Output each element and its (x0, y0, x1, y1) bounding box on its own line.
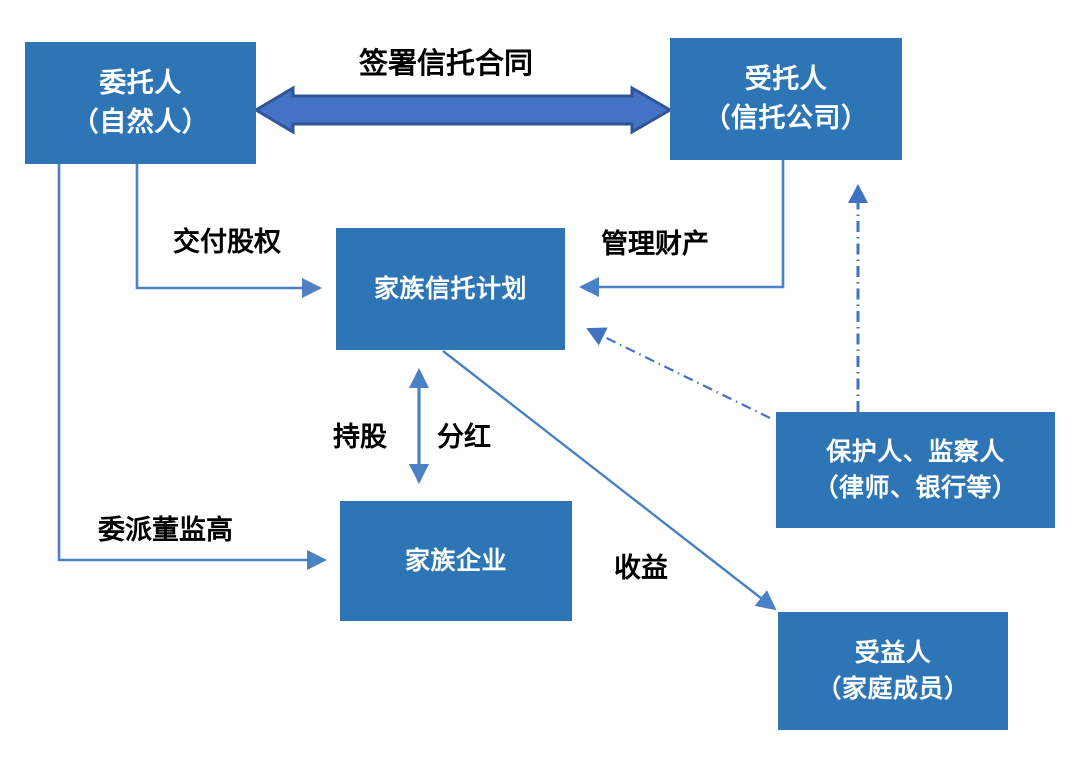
edge-label-dividend: 分红 (437, 422, 491, 452)
edge-appoint-executives (57, 164, 327, 570)
node-family-business-line-1: 家族企业 (404, 546, 507, 575)
node-settlor[interactable]: 委托人 （自然人） (25, 42, 256, 164)
edge-label-proceeds: 收益 (614, 553, 668, 583)
node-beneficiary-line-1: 受益人 (854, 638, 932, 667)
edge-label-sign-trust-contract: 签署信托合同 (359, 48, 534, 80)
edge-manage-assets (579, 160, 785, 297)
node-protector[interactable]: 保护人、监察人 （律师、银行等） (776, 412, 1055, 528)
edge-supervise-trust-plan (586, 327, 771, 419)
node-trustee-line-1: 受托人 (744, 63, 828, 94)
node-trust-plan-line-1: 家族信托计划 (373, 274, 527, 303)
edge-deliver-equity (135, 164, 322, 298)
node-trust-plan[interactable]: 家族信托计划 (336, 228, 565, 350)
edge-label-manage-assets: 管理财产 (601, 229, 709, 259)
node-trustee-line-2: （信托公司） (703, 103, 869, 133)
edge-sign-trust-contract (253, 85, 673, 135)
node-beneficiary-line-2: （家庭成员） (816, 675, 970, 703)
edge-proceeds (442, 350, 777, 611)
node-trustee[interactable]: 受托人 （信托公司） (670, 38, 902, 160)
node-protector-line-2: （律师、银行等） (813, 474, 1018, 502)
node-beneficiary[interactable]: 受益人 （家庭成员） (778, 612, 1008, 730)
node-protector-line-1: 保护人、监察人 (826, 437, 1005, 466)
edge-label-deliver-equity: 交付股权 (173, 227, 281, 257)
node-settlor-line-2: （自然人） (71, 107, 210, 137)
edge-label-shareholding: 持股 (333, 422, 387, 452)
edge-label-appoint-executives: 委派董监高 (98, 515, 233, 545)
node-settlor-line-1: 委托人 (99, 67, 182, 98)
node-family-business[interactable]: 家族企业 (340, 501, 572, 621)
